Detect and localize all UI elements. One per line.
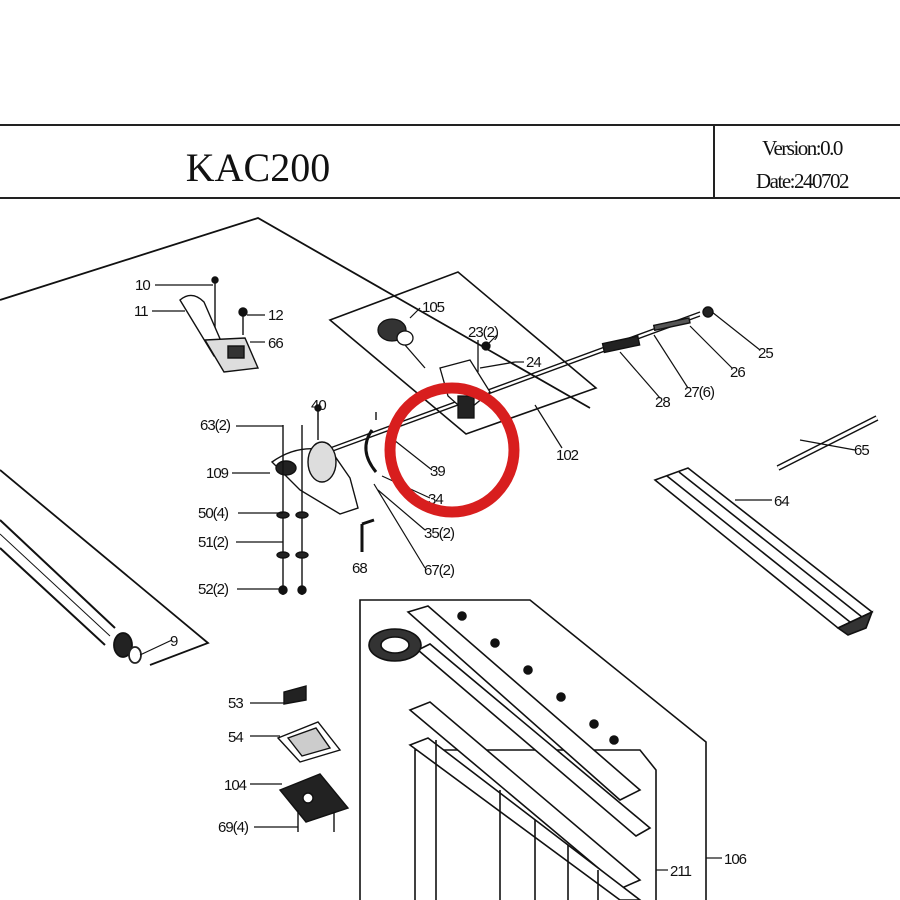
part-label: 53 [228,695,243,712]
part-label: 67(2) [424,562,455,579]
highlight-circle [384,382,520,518]
part-labels: 10 11 12 66 105 23(2) 24 25 26 27(6) 28 … [134,277,870,880]
part-label: 24 [526,354,541,371]
part-label: 10 [135,277,150,294]
part-label: 64 [774,493,789,510]
part-label: 26 [730,364,745,381]
part-label: 52(2) [198,581,229,598]
part-label: 66 [268,335,283,352]
control-rod-parts [601,306,714,354]
mount-parts [276,685,350,832]
model-title: KAC200 [186,145,330,190]
part-label: 11 [134,303,148,320]
shaft-panel [0,217,701,666]
part-label: 69(4) [218,819,249,836]
part-label: 51(2) [198,534,229,551]
part-label: 109 [206,465,229,482]
part-label: 28 [655,394,670,411]
gear-case-assembly [270,404,378,595]
part-label: 12 [268,307,283,324]
title-block: KAC200 Version:0.0 Date:240702 [0,124,900,199]
date-label: Date:240702 [756,169,849,193]
part-label: 104 [224,777,247,794]
part-label: 105 [422,299,445,316]
version-label: Version:0.0 [762,136,843,160]
part-label: 39 [430,463,445,480]
part-label: 63(2) [200,417,231,434]
inset-box [328,271,598,435]
rod-65 [776,415,879,471]
part-label: 54 [228,729,243,746]
cutter-blade-box [359,599,707,900]
blade-guard-64 [653,467,874,636]
part-label: 27(6) [684,384,715,401]
part-label: 211 [670,863,692,880]
part-label: 35(2) [424,525,455,542]
part-label: 9 [170,633,178,650]
part-label: 50(4) [198,505,229,522]
leader-lines [139,284,856,871]
part-label: 102 [556,447,579,464]
part-label: 106 [724,851,747,868]
part-label: 25 [758,345,773,362]
part-label: 68 [352,560,367,577]
part-label: 40 [311,397,326,414]
part-label: 23(2) [468,324,499,341]
throttle-lever-assembly [179,276,260,373]
part-label: 65 [854,442,869,459]
